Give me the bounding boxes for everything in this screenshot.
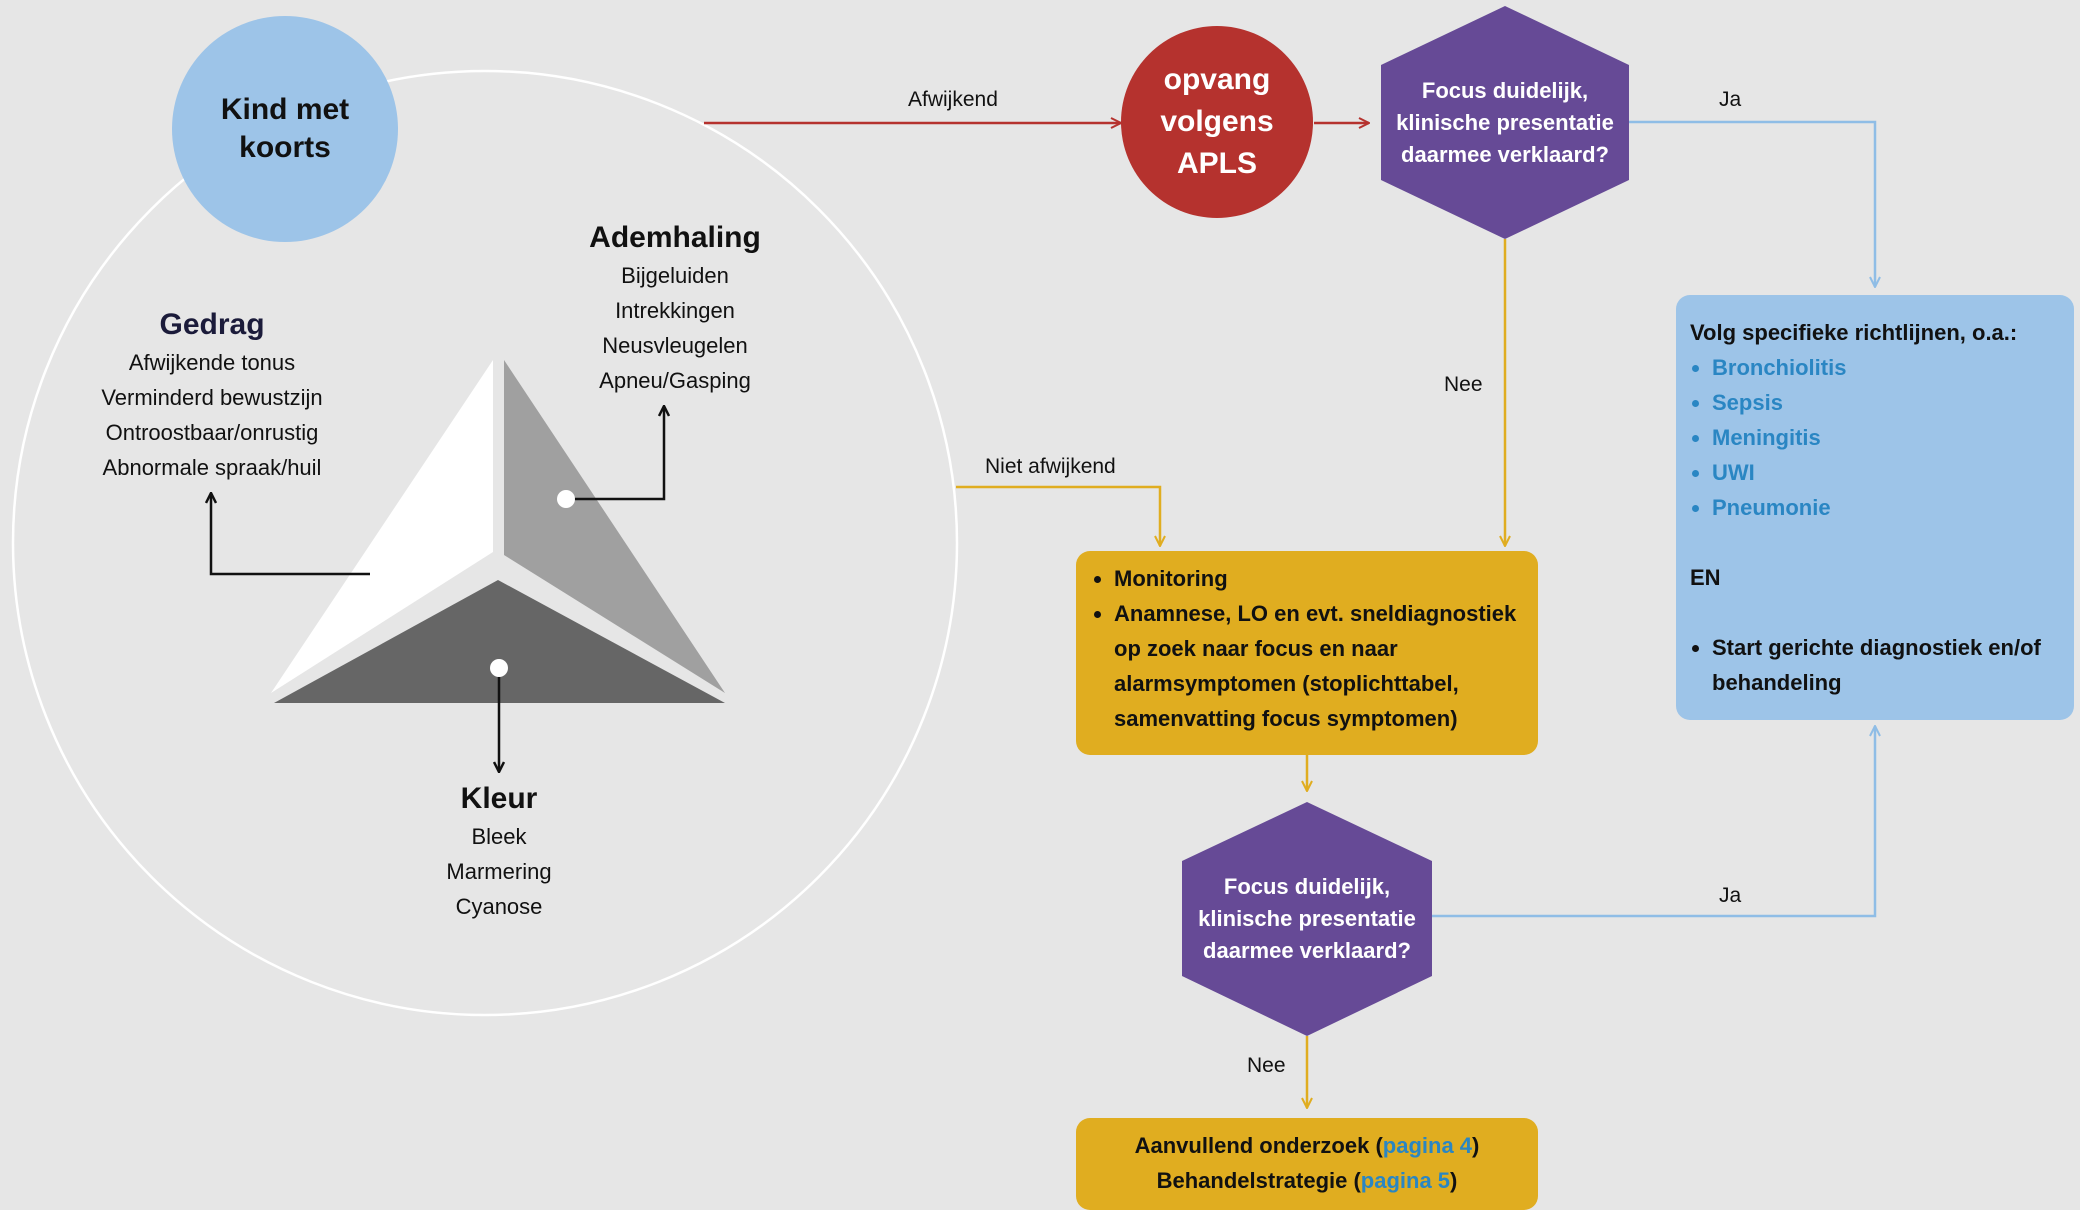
start-circle (172, 16, 398, 242)
gedrag-connector (211, 493, 370, 576)
guideline-link-bronchiolitis[interactable]: Bronchiolitis (1712, 350, 2062, 385)
final-line-1-text: Aanvullend onderzoek ( (1134, 1133, 1383, 1158)
kleur-item: Marmering (446, 859, 552, 884)
edge-label-nee-bottom: Nee (1247, 1054, 1286, 1077)
edge-label-ja-top: Ja (1719, 88, 1742, 111)
decision-top-text: Focus duidelijk, klinische presentatie d… (1396, 77, 1614, 167)
assessment-circle (11, 69, 959, 1017)
final-line-2-end: ) (1450, 1168, 1458, 1193)
gedrag-item: Verminderd bewustzijn (101, 385, 323, 410)
monitoring-item: Monitoring (1114, 561, 1524, 596)
ademhaling-item: Neusvleugelen (602, 333, 748, 358)
decision-bottom-text: Focus duidelijk, klinische presentatie d… (1198, 873, 1416, 963)
gedrag-title: Gedrag (159, 308, 265, 341)
arrow-ja-bottom (1432, 726, 1875, 918)
edge-label-nee-top: Nee (1444, 373, 1483, 396)
decision-bottom-label: Focus duidelijk, klinische presentatie d… (1182, 861, 1432, 976)
final-line-1: Aanvullend onderzoek (pagina 4) (1076, 1128, 1538, 1163)
guideline-link-pneumonie[interactable]: Pneumonie (1712, 490, 2062, 525)
triangle-kleur-segment (274, 580, 725, 703)
guidelines-intro: Volg specifieke richtlijnen, o.a.: (1690, 320, 2018, 345)
decision-top-label: Focus duidelijk, klinische presentatie d… (1381, 65, 1629, 180)
guidelines-and-label: EN (1690, 565, 1721, 590)
edge-label-afwijkend: Afwijkend (908, 88, 998, 111)
triangle-gedrag-segment (271, 360, 493, 693)
guidelines-action-list: Start gerichte diagnostiek en/of behande… (1690, 630, 2062, 700)
gedrag-item: Ontroostbaar/onrustig (105, 420, 319, 445)
final-box: Aanvullend onderzoek (pagina 4) Behandel… (1076, 1118, 1538, 1210)
start-label-text: Kind met koorts (220, 93, 350, 164)
apls-label: opvang volgens APLS (1121, 26, 1313, 218)
link-pagina-5[interactable]: pagina 5 (1360, 1168, 1451, 1193)
guideline-link-uwi[interactable]: UWI (1712, 455, 2062, 490)
gedrag-group: Gedrag Afwijkende tonus Verminderd bewus… (62, 305, 362, 485)
kleur-item: Bleek (471, 824, 527, 849)
ademhaling-item: Intrekkingen (615, 298, 735, 323)
decision-hexagon-top (1381, 6, 1629, 239)
kleur-title: Kleur (460, 782, 538, 815)
edge-label-ja-bottom: Ja (1719, 884, 1742, 907)
gedrag-item: Abnormale spraak/huil (102, 455, 322, 480)
triangle-ademhaling-segment (504, 360, 725, 693)
edge-label-niet-afwijkend: Niet afwijkend (985, 455, 1116, 478)
arrow-ja-top (1629, 120, 1875, 287)
ademhaling-dot (557, 490, 575, 508)
guideline-link-sepsis[interactable]: Sepsis (1712, 385, 2062, 420)
ademhaling-item: Bijgeluiden (621, 263, 729, 288)
final-line-1-end: ) (1472, 1133, 1480, 1158)
monitoring-item: Anamnese, LO en evt. sneldiagnostiek op … (1114, 596, 1524, 736)
guideline-link-meningitis[interactable]: Meningitis (1712, 420, 2062, 455)
kleur-dot (490, 659, 508, 677)
start-label: Kind met koorts (172, 16, 398, 242)
assessment-triangle (271, 360, 725, 703)
kleur-item: Cyanose (455, 894, 543, 919)
monitoring-box: Monitoring Anamnese, LO en evt. sneldiag… (1076, 551, 1538, 755)
guidelines-action: Start gerichte diagnostiek en/of behande… (1712, 630, 2062, 700)
ademhaling-connector (566, 406, 664, 501)
gedrag-item: Afwijkende tonus (128, 350, 296, 375)
final-line-2-text: Behandelstrategie ( (1156, 1168, 1361, 1193)
guidelines-box: Volg specifieke richtlijnen, o.a.: Bronc… (1676, 295, 2074, 720)
monitoring-list: Monitoring Anamnese, LO en evt. sneldiag… (1092, 561, 1524, 736)
link-pagina-4[interactable]: pagina 4 (1382, 1133, 1473, 1158)
guidelines-link-list: Bronchiolitis Sepsis Meningitis UWI Pneu… (1690, 350, 2062, 525)
final-line-2: Behandelstrategie (pagina 5) (1076, 1163, 1538, 1198)
ademhaling-title: Ademhaling (589, 221, 761, 254)
ademhaling-group: Ademhaling Bijgeluiden Intrekkingen Neus… (545, 218, 805, 398)
apls-circle (1121, 26, 1313, 218)
decision-hexagon-bottom (1182, 802, 1432, 1036)
ademhaling-item: Apneu/Gasping (599, 368, 751, 393)
kleur-group: Kleur Bleek Marmering Cyanose (399, 779, 599, 924)
apls-label-text: opvang volgens APLS (1160, 63, 1274, 180)
arrow-niet-afwijkend (956, 485, 1160, 546)
